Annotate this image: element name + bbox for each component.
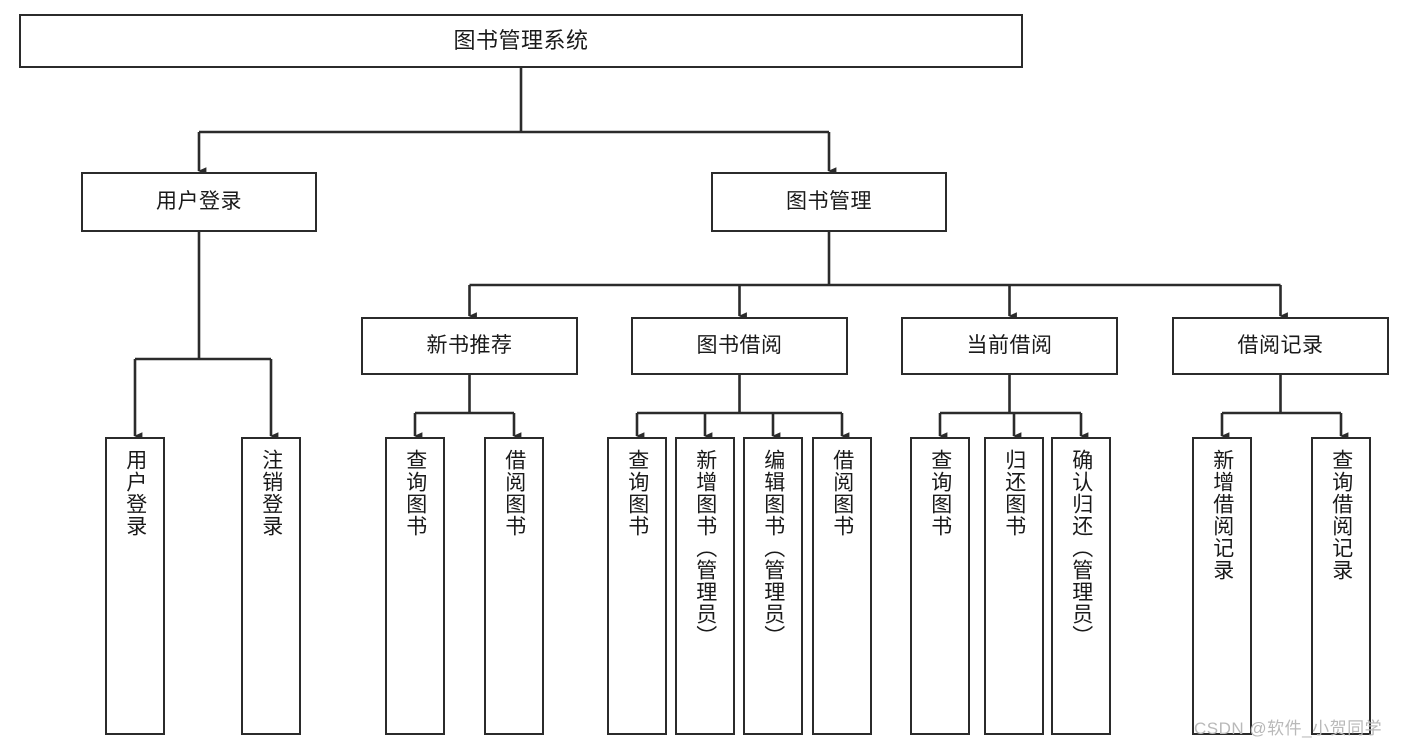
node-label: 借阅图书 [830, 449, 854, 537]
leaf-record-query-borrow-record[interactable]: 查询借阅记录 [1311, 437, 1371, 735]
node-user-login-module[interactable]: 用户登录 [81, 172, 317, 232]
node-label: 当前借阅 [966, 333, 1053, 357]
node-label: 新增借阅记录 [1210, 449, 1234, 581]
leaf-borrow-add-book-admin[interactable]: 新增图书（管理员） [675, 437, 735, 735]
node-label: 新增图书（管理员） [693, 449, 717, 647]
leaf-current-confirm-return-admin[interactable]: 确认归还（管理员） [1051, 437, 1111, 735]
leaf-user-logout[interactable]: 注销登录 [241, 437, 301, 735]
node-book-management-module[interactable]: 图书管理 [711, 172, 947, 232]
node-borrowing-records[interactable]: 借阅记录 [1172, 317, 1389, 375]
node-label: 新书推荐 [426, 333, 513, 357]
node-label: 查询图书 [403, 449, 427, 537]
node-label: 图书借阅 [696, 333, 783, 357]
node-label: 用户登录 [156, 189, 242, 213]
leaf-current-query-books[interactable]: 查询图书 [910, 437, 970, 735]
node-book-borrowing[interactable]: 图书借阅 [631, 317, 848, 375]
node-label: 编辑图书（管理员） [761, 449, 785, 647]
leaf-user-login[interactable]: 用户登录 [105, 437, 165, 735]
node-new-book-recommendation[interactable]: 新书推荐 [361, 317, 578, 375]
node-label: 查询图书 [625, 449, 649, 537]
node-label: 图书管理 [786, 189, 872, 213]
leaf-new-query-books[interactable]: 查询图书 [385, 437, 445, 735]
watermark: CSDN @软件_小贺同学 [1194, 719, 1383, 738]
node-root[interactable]: 图书管理系统 [19, 14, 1023, 68]
node-label: 查询借阅记录 [1329, 449, 1353, 581]
leaf-current-return-books[interactable]: 归还图书 [984, 437, 1044, 735]
node-label: 注销登录 [259, 449, 283, 537]
node-label: 用户登录 [123, 449, 147, 537]
leaf-record-add-borrow-record[interactable]: 新增借阅记录 [1192, 437, 1252, 735]
node-label: 借阅记录 [1237, 333, 1324, 357]
leaf-borrow-query-books[interactable]: 查询图书 [607, 437, 667, 735]
node-current-borrowing[interactable]: 当前借阅 [901, 317, 1118, 375]
leaf-borrow-lend-books[interactable]: 借阅图书 [812, 437, 872, 735]
node-label: 归还图书 [1002, 449, 1026, 537]
leaf-borrow-edit-book-admin[interactable]: 编辑图书（管理员） [743, 437, 803, 735]
node-label: 借阅图书 [502, 449, 526, 537]
leaf-new-borrow-books[interactable]: 借阅图书 [484, 437, 544, 735]
node-label: 图书管理系统 [453, 28, 589, 54]
node-label: 确认归还（管理员） [1069, 449, 1093, 647]
node-label: 查询图书 [928, 449, 952, 537]
